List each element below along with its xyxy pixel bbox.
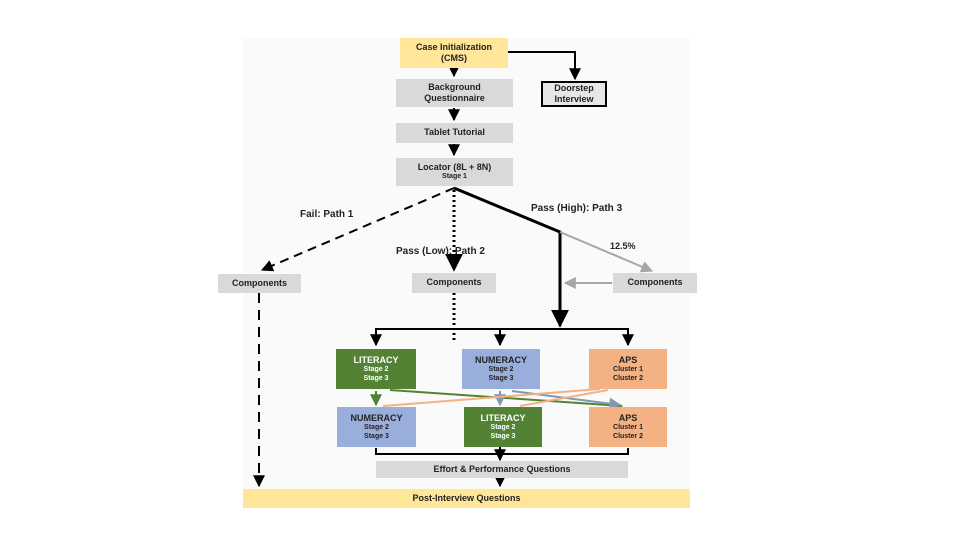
top-chain-arrows bbox=[448, 51, 581, 157]
fail-path-label: Fail: Path 1 bbox=[300, 209, 354, 220]
pass-low-path-label: Pass (Low): Path 2 bbox=[396, 246, 485, 257]
case-initialization-line1: Case Initialization bbox=[415, 41, 493, 52]
post-interview-label: Post-Interview Questions bbox=[412, 492, 521, 503]
background-questionnaire-box: Background Questionnaire bbox=[396, 79, 513, 107]
distribution-arrows bbox=[370, 328, 634, 347]
numeracy-bottom-sub1: Stage 2 bbox=[364, 423, 389, 431]
literacy-bottom-title: LITERACY bbox=[480, 412, 526, 423]
cross-arrows bbox=[370, 388, 624, 412]
numeracy-top-sub1: Stage 2 bbox=[488, 365, 514, 373]
pct-label: 12.5% bbox=[610, 241, 636, 251]
literacy-top-title: LITERACY bbox=[353, 354, 399, 365]
aps-bottom-sub1: Cluster 1 bbox=[613, 423, 643, 431]
effort-performance-label: Effort & Performance Questions bbox=[433, 463, 571, 474]
locator-title: Locator (8L + 8N) bbox=[417, 162, 492, 172]
pct-path-arrow bbox=[559, 231, 654, 273]
literacy-bottom-box: LITERACY Stage 2 Stage 3 bbox=[464, 407, 542, 447]
path-arrows bbox=[260, 186, 654, 328]
numeracy-bottom-title: NUMERACY bbox=[350, 412, 403, 423]
numeracy-top-box: NUMERACY Stage 2 Stage 3 bbox=[462, 349, 540, 389]
case-initialization-line2: (CMS) bbox=[441, 53, 467, 63]
doorstep-interview-box: Doorstep Interview bbox=[541, 81, 607, 107]
literacy-top-box: LITERACY Stage 2 Stage 3 bbox=[336, 349, 416, 389]
effort-performance-box: Effort & Performance Questions bbox=[376, 461, 628, 478]
components-mid-label: Components bbox=[426, 277, 482, 288]
components-left-label: Components bbox=[232, 277, 287, 288]
aps-top-box: APS Cluster 1 Cluster 2 bbox=[589, 349, 667, 389]
aps-top-sub2: Cluster 2 bbox=[613, 374, 643, 382]
pass-high-path-label: Pass (High): Path 3 bbox=[531, 203, 623, 214]
tablet-tutorial-box: Tablet Tutorial bbox=[396, 123, 513, 143]
case-initialization-box: Case Initialization (CMS) bbox=[400, 38, 508, 68]
numeracy-bottom-sub2: Stage 3 bbox=[364, 432, 389, 440]
literacy-top-sub2: Stage 3 bbox=[363, 374, 389, 382]
literacy-bottom-sub1: Stage 2 bbox=[490, 423, 516, 431]
locator-box: Locator (8L + 8N) Stage 1 bbox=[396, 158, 513, 186]
left-branch-arrows bbox=[253, 293, 456, 488]
doorstep-line1: Doorstep bbox=[554, 82, 594, 93]
numeracy-top-sub2: Stage 3 bbox=[488, 374, 514, 382]
doorstep-line2: Interview bbox=[554, 94, 594, 104]
numeracy-bottom-box: NUMERACY Stage 2 Stage 3 bbox=[337, 407, 416, 447]
aps-top-title: APS bbox=[618, 354, 638, 365]
background-line1: Background bbox=[428, 81, 481, 92]
literacy-bottom-sub2: Stage 3 bbox=[490, 432, 516, 440]
numeracy-top-title: NUMERACY bbox=[474, 354, 527, 365]
components-right-box: Components bbox=[613, 273, 697, 293]
aps-bottom-box: APS Cluster 1 Cluster 2 bbox=[589, 407, 667, 447]
literacy-top-sub1: Stage 2 bbox=[363, 365, 389, 373]
locator-sub: Stage 1 bbox=[442, 173, 467, 181]
fail-path-arrow bbox=[260, 187, 455, 272]
aps-bottom-title: APS bbox=[618, 412, 638, 423]
components-left-box: Components bbox=[218, 274, 301, 293]
tablet-tutorial-label: Tablet Tutorial bbox=[424, 127, 485, 138]
components-mid-box: Components bbox=[412, 273, 496, 293]
aps-bottom-sub2: Cluster 2 bbox=[613, 432, 643, 440]
aps-top-sub1: Cluster 1 bbox=[613, 365, 643, 373]
bottom-bracket-arrows bbox=[375, 447, 629, 488]
background-line2: Questionnaire bbox=[424, 93, 485, 103]
post-interview-box: Post-Interview Questions bbox=[243, 489, 690, 508]
components-right-label: Components bbox=[627, 277, 683, 288]
